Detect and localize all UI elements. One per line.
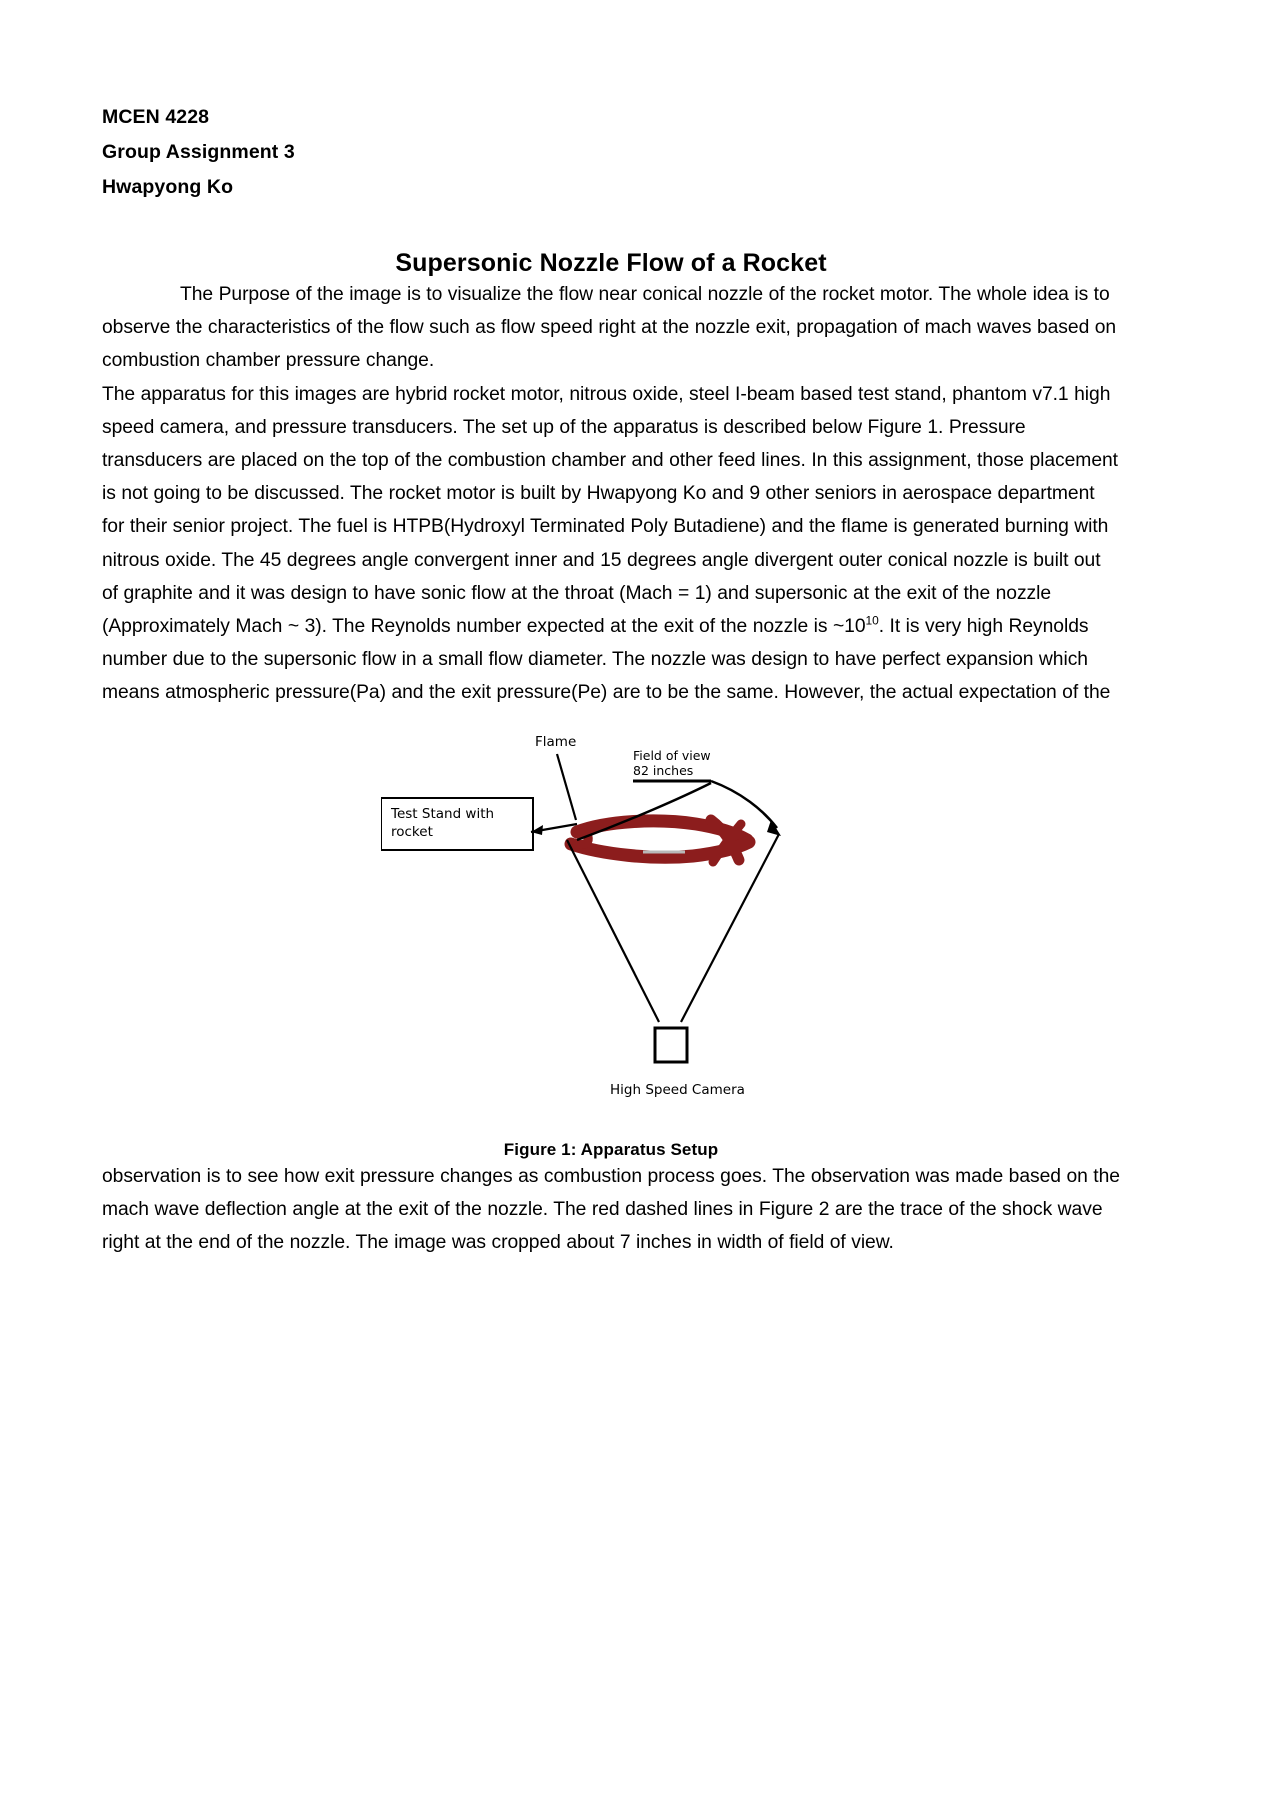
assignment-name: Group Assignment 3 (102, 141, 295, 163)
camera-label: High Speed Camera (610, 1082, 745, 1098)
field-of-view-label-line1: Field of view (633, 748, 711, 763)
paragraph-apparatus: The apparatus for this images are hybrid… (102, 378, 1120, 710)
reynolds-exponent: 10 (865, 613, 879, 628)
author-name: Hwapyong Ko (102, 176, 234, 198)
paragraph-introduction: The Purpose of the image is to visualize… (102, 284, 1117, 372)
apparatus-diagram: Flame Field of view 82 inches Test Stand… (381, 728, 841, 1120)
document-header: MCEN 4228 Group Assignment 3 Hwapyong Ko (102, 100, 1120, 205)
fov-cone-left-side (566, 839, 660, 1023)
figure-1: Flame Field of view 82 inches Test Stand… (102, 728, 1120, 1160)
test-stand-label-line2: rocket (391, 824, 433, 840)
figure-caption: Figure 1: Apparatus Setup (503, 1139, 719, 1159)
fov-arrowhead-right (767, 819, 781, 836)
apparatus-text-part1: The apparatus for this images are hybrid… (102, 383, 1118, 638)
fov-upper-boundary (576, 781, 712, 841)
flame-label: Flame (535, 734, 576, 750)
field-of-view-label-line2: 82 inches (633, 763, 693, 778)
camera-box (653, 1026, 689, 1064)
test-stand-arrowhead (531, 824, 543, 835)
course-code: MCEN 4228 (102, 106, 210, 128)
page-title: Supersonic Nozzle Flow of a Rocket (395, 249, 827, 277)
test-stand-label-line1: Test Stand with (390, 806, 494, 822)
fov-cone-right-side (680, 833, 780, 1023)
flame-leader-line (555, 753, 578, 820)
apparatus-text-part2: . It is very high Reynolds number due to… (102, 616, 1111, 704)
test-stand-box (381, 796, 534, 851)
flame-plume (564, 814, 756, 867)
paragraph-closing: observation is to see how exit pressure … (102, 1165, 1120, 1254)
